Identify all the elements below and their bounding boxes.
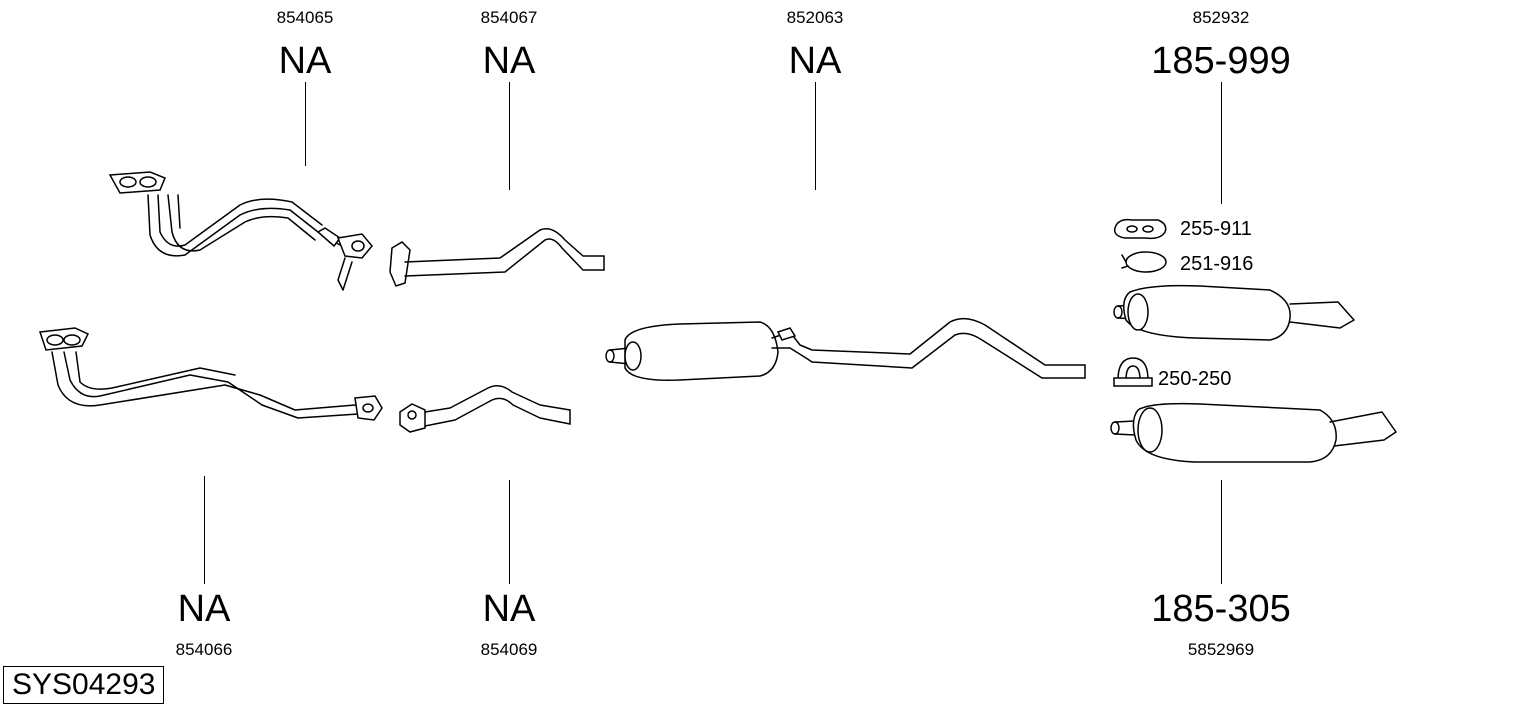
part-number-front-pipe-bottom[interactable]: NA: [177, 588, 231, 630]
oe-ref-852063: 852063: [786, 8, 844, 27]
accessory-label-hanger[interactable]: 255-911: [1180, 218, 1252, 240]
leader-line: [204, 476, 205, 584]
front-pipe-top-icon[interactable]: [108, 171, 373, 291]
leader-line: [815, 82, 816, 190]
part-number-front-pipe-top[interactable]: NA: [278, 40, 332, 82]
sheet-id: SYS04293: [3, 666, 165, 704]
leader-line: [1221, 480, 1222, 584]
rear-silencer-top-icon[interactable]: [1113, 284, 1355, 341]
oe-ref-854067: 854067: [480, 8, 538, 27]
rear-silencer-bottom-icon[interactable]: [1110, 402, 1397, 463]
mid-pipe-top-icon[interactable]: [389, 228, 605, 287]
part-number-mid-pipe-bottom[interactable]: NA: [482, 588, 536, 630]
leader-line: [1221, 82, 1222, 204]
part-number-center-silencer[interactable]: NA: [788, 40, 842, 82]
oe-ref-854065: 854065: [276, 8, 334, 27]
mid-pipe-bottom-icon[interactable]: [399, 385, 571, 433]
clamp-ring-icon[interactable]: [1121, 251, 1167, 273]
leader-line: [509, 480, 510, 584]
oe-ref-852932: 852932: [1192, 8, 1250, 27]
part-number-rear-silencer-top[interactable]: 185-999: [1151, 40, 1291, 82]
oe-ref-854066: 854066: [175, 640, 233, 659]
center-silencer-icon[interactable]: [605, 317, 1086, 381]
part-number-mid-pipe-top[interactable]: NA: [482, 40, 536, 82]
part-number-rear-silencer-bottom[interactable]: 185-305: [1151, 588, 1291, 630]
front-pipe-bottom-icon[interactable]: [38, 327, 383, 421]
u-bolt-clamp-icon[interactable]: [1113, 357, 1153, 387]
accessory-label-u-bolt[interactable]: 250-250: [1158, 368, 1232, 390]
leader-line: [509, 82, 510, 190]
leader-line: [305, 82, 306, 166]
accessory-label-clamp-ring[interactable]: 251-916: [1180, 253, 1254, 275]
oe-ref-5852969: 5852969: [1187, 640, 1255, 659]
oe-ref-854069: 854069: [480, 640, 538, 659]
rubber-hanger-icon[interactable]: [1113, 218, 1167, 240]
